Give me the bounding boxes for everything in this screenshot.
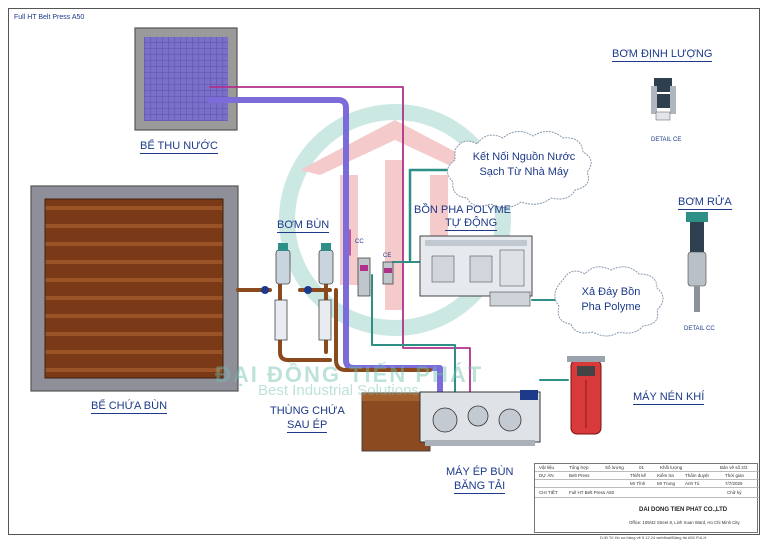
label-belt-press-line1: MÁY ÉP BÙN xyxy=(446,466,514,478)
label-belt-press-line2: BĂNG TẢI xyxy=(454,480,506,495)
sludge-bin xyxy=(361,392,431,452)
tb-r4-c6: Chữ ký xyxy=(727,490,742,495)
tb-r4-c1: CHI TIẾT xyxy=(539,490,558,495)
polymer-mixing-tank xyxy=(419,235,533,307)
file-path-note: D:\B Tủ Hồ sơ bảng vẽ 5.12.24 webfinal\B… xyxy=(600,535,707,540)
tag-ce: CE xyxy=(383,253,392,259)
label-polymer-tank-line1: BỒN PHA POLYME xyxy=(414,204,511,216)
tb-r1-c2: Tổng hợp xyxy=(569,465,589,470)
cloud-shape-1 xyxy=(447,131,592,208)
label-sludge-storage-tank: BỂ CHỨA BÙN xyxy=(91,400,168,415)
tb-r3-c3: Mr Tĩnh xyxy=(630,481,646,486)
label-air-compressor: MÁY NÉN KHÍ xyxy=(633,391,705,406)
sludge-pump-2 xyxy=(304,243,334,341)
label-sludge-bin-line2: SAU ÉP xyxy=(287,419,328,434)
cloud-water-connection: Kết Nối Nguồn Nước Sạch Từ Nhà Máy xyxy=(460,150,588,180)
iso-text: ISO xyxy=(601,512,612,518)
label-wash-pump: BƠM RỬA xyxy=(678,196,732,211)
belt-press-machine xyxy=(419,390,541,446)
title-block-row-2: DỰ ÁN Belt Press Thiết kế Kiểm tra Thẩm … xyxy=(535,472,759,480)
label-detail-cc: DETAIL CC xyxy=(684,326,715,332)
label-sludge-pump: BƠM BÙN xyxy=(277,219,330,234)
drawing-title: Full HT Belt Press A50 xyxy=(14,14,85,21)
fitting-ce xyxy=(382,261,394,285)
tb-r1-c3: Số lượng xyxy=(605,465,624,470)
label-water-collection-tank: BỂ THU NƯỚC xyxy=(140,140,218,155)
tag-cc: CC xyxy=(355,239,364,245)
fitting-cc xyxy=(357,257,371,297)
tb-r2-c6: Thời gian xyxy=(725,473,744,478)
tb-r4-c2: Full HT Belt Press A50 xyxy=(569,490,615,495)
watermark-slogan: Best Industrial Solutions xyxy=(258,382,419,399)
label-dosing-pump: BƠM ĐỊNH LƯỢNG xyxy=(612,48,713,63)
tb-r1-c4: 01 xyxy=(639,465,645,470)
tb-r2-c4: Kiểm tra xyxy=(657,473,674,478)
dosing-pump-detail xyxy=(651,78,676,121)
drawing-frame xyxy=(8,8,760,535)
cloud-water-connection-line1: Kết Nối Nguồn Nước xyxy=(472,151,576,163)
cloud-polymer-drain-line2: Pha Polyme xyxy=(581,300,641,313)
tb-r2-c2: Belt Press xyxy=(569,473,590,478)
company-address: Office: 109/42 Street 8, Linh Xuan Ward,… xyxy=(629,520,741,525)
tb-r2-c1: DỰ ÁN xyxy=(539,473,554,478)
company-name: DAI DONG TIEN PHAT CO.,LTD xyxy=(639,507,728,513)
title-block: Vật liệu Tổng hợp Số lượng 01 Khối lượng… xyxy=(534,463,759,533)
label-detail-ce: DETAIL CE xyxy=(651,137,682,143)
tb-r1-c7: Bản vẽ số 2/2 xyxy=(720,465,748,470)
cloud-shape-2 xyxy=(554,266,664,337)
cloud-polymer-drain-line1: Xả Đáy Bồn xyxy=(581,286,641,298)
tb-r3-c5: Anh Tú xyxy=(685,481,700,486)
wash-pump-detail xyxy=(686,212,708,312)
air-compressor xyxy=(567,356,605,435)
water-collection-tank xyxy=(134,27,238,131)
tb-r3-c6: 7/7/2025 xyxy=(725,481,743,486)
title-block-row-4: CHI TIẾT Full HT Belt Press A50 Chữ ký xyxy=(535,488,759,498)
tb-r3-c4: Mr Trung xyxy=(657,481,676,486)
watermark-company-name: ĐẠI ĐỒNG TIẾN PHÁT xyxy=(215,362,484,387)
label-polymer-tank-line2: TỰ ĐỘNG xyxy=(445,217,498,232)
tb-r1-c5: Khối lượng xyxy=(660,465,683,470)
sludge-storage-tank xyxy=(30,185,239,392)
tb-r2-c3: Thiết kế xyxy=(630,473,647,478)
cloud-polymer-drain: Xả Đáy Bồn Pha Polyme xyxy=(566,285,656,315)
title-block-row-1: Vật liệu Tổng hợp Số lượng 01 Khối lượng… xyxy=(535,464,759,472)
label-sludge-bin-line1: THÙNG CHỨA xyxy=(270,405,345,417)
tb-r2-c5: Thẩm duyệt xyxy=(685,473,709,478)
cloud-water-connection-line2: Sạch Từ Nhà Máy xyxy=(479,165,569,178)
title-block-row-3: Mr Tĩnh Mr Trung Anh Tú 7/7/2025 xyxy=(535,480,759,488)
tb-r1-c1: Vật liệu xyxy=(539,465,555,470)
sludge-pump-1 xyxy=(261,243,291,341)
